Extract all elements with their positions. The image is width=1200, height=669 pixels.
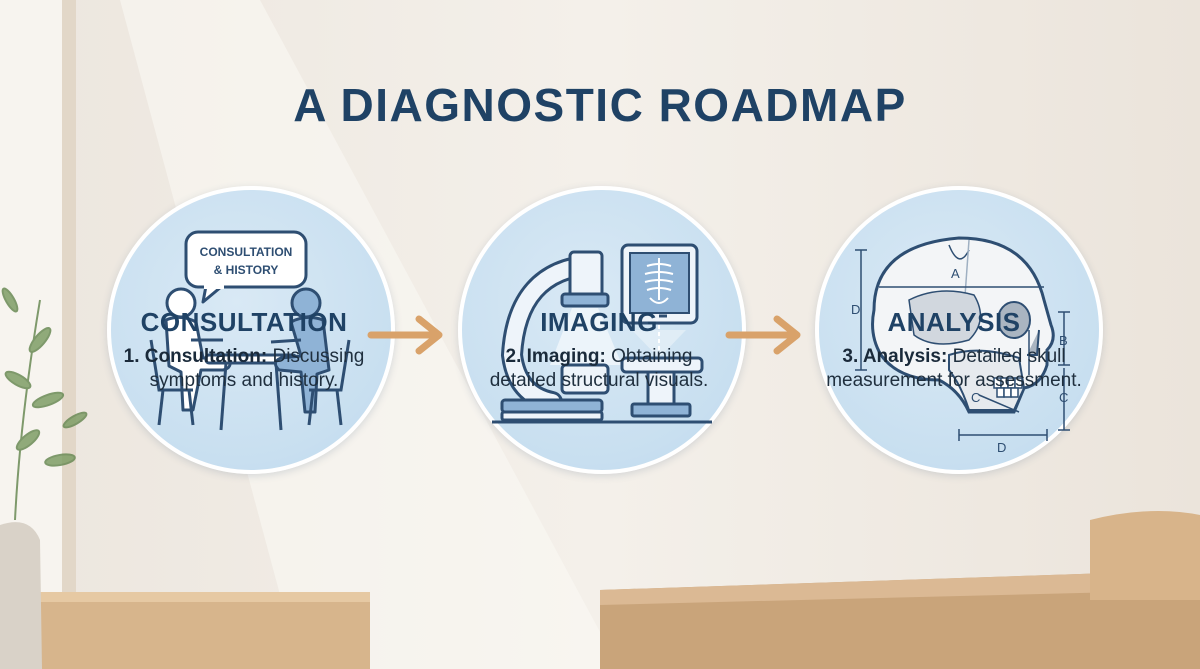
label-c-right: C — [1059, 390, 1068, 405]
label-b: B — [1059, 333, 1068, 348]
consultation-desc-label: 1. Consultation: — [123, 346, 268, 367]
arrow-right-icon — [725, 315, 801, 355]
analysis-circle: A D B C C D — [815, 186, 1103, 474]
consultation-heading: CONSULTATION — [140, 307, 348, 337]
consultation-description: 1. Consultation: Discussing symptoms and… — [84, 345, 404, 393]
imaging-desc-label: 2. Imaging: — [505, 346, 606, 367]
imaging-heading: IMAGING — [540, 307, 658, 337]
consultation-desc-line2: symptoms and history. — [149, 370, 339, 391]
consultation-desc-text: Discussing — [267, 346, 365, 367]
bubble-line-2: & HISTORY — [214, 263, 279, 277]
analysis-desc-text: Detailed skull — [947, 346, 1066, 367]
label-a: A — [951, 266, 960, 281]
label-d-left: D — [851, 302, 860, 317]
consultation-circle: CONSULTATION & HISTORY — [107, 186, 395, 474]
imaging-desc-text: Obtaining — [605, 346, 693, 367]
plant-leaves — [1, 287, 88, 521]
imaging-icon — [492, 243, 712, 424]
analysis-heading: ANALYSIS — [887, 307, 1021, 337]
bubble-line-1: CONSULTATION — [200, 245, 293, 259]
page-title: A DIAGNOSTIC ROADMAP — [293, 79, 907, 131]
label-c-jaw: C — [971, 390, 980, 405]
analysis-description: 3. Analysis: Detailed skull measurement … — [794, 345, 1114, 393]
imaging-description: 2. Imaging: Obtaining detailed structura… — [439, 345, 759, 393]
arrow-right-icon — [367, 315, 443, 355]
imaging-circle — [458, 186, 746, 474]
analysis-desc-label: 3. Analysis: — [842, 346, 948, 367]
analysis-desc-line2: measurement for assessment. — [826, 370, 1082, 391]
imaging-desc-line2: detailed structural visuals. — [489, 370, 709, 391]
label-d-bottom: D — [997, 440, 1006, 455]
skull-measurement-icon: A D B C C D — [851, 236, 1070, 455]
consultation-icon: CONSULTATION & HISTORY — [149, 230, 351, 431]
